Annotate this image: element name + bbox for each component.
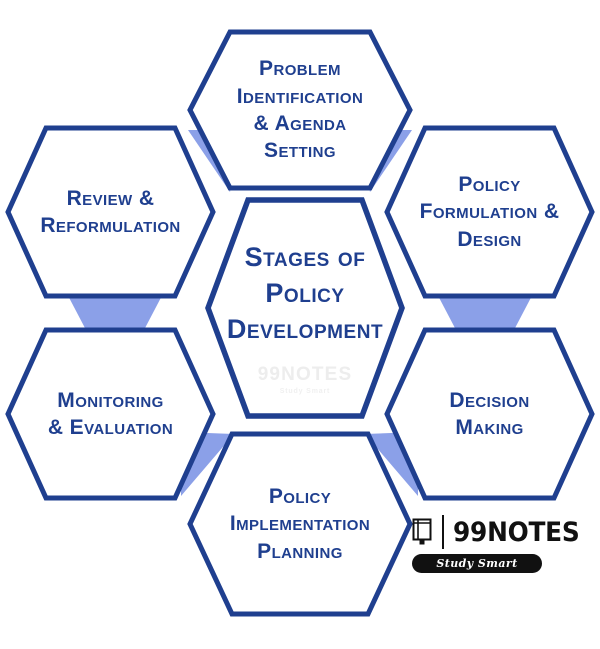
brand-tagline-banner: Study Smart [412, 554, 542, 573]
hexagon-decision-making[interactable] [384, 327, 595, 501]
hexagon-review-reformulation[interactable] [5, 125, 216, 299]
book-icon [412, 517, 434, 547]
logo-divider [442, 515, 444, 549]
hexagon-problem-identification[interactable] [187, 29, 413, 191]
hexagon-monitoring-evaluation[interactable] [5, 327, 216, 501]
hexagon-center[interactable] [205, 197, 405, 419]
hexagon-policy-implementation-planning[interactable] [187, 431, 413, 617]
brand-tagline: Study Smart [436, 557, 518, 570]
brand-logo-top: 99NOTES [412, 512, 580, 552]
brand-name: 99NOTES [453, 516, 580, 548]
hexagon-policy-formulation[interactable] [384, 125, 595, 299]
brand-logo: 99NOTES Study Smart [412, 512, 580, 574]
